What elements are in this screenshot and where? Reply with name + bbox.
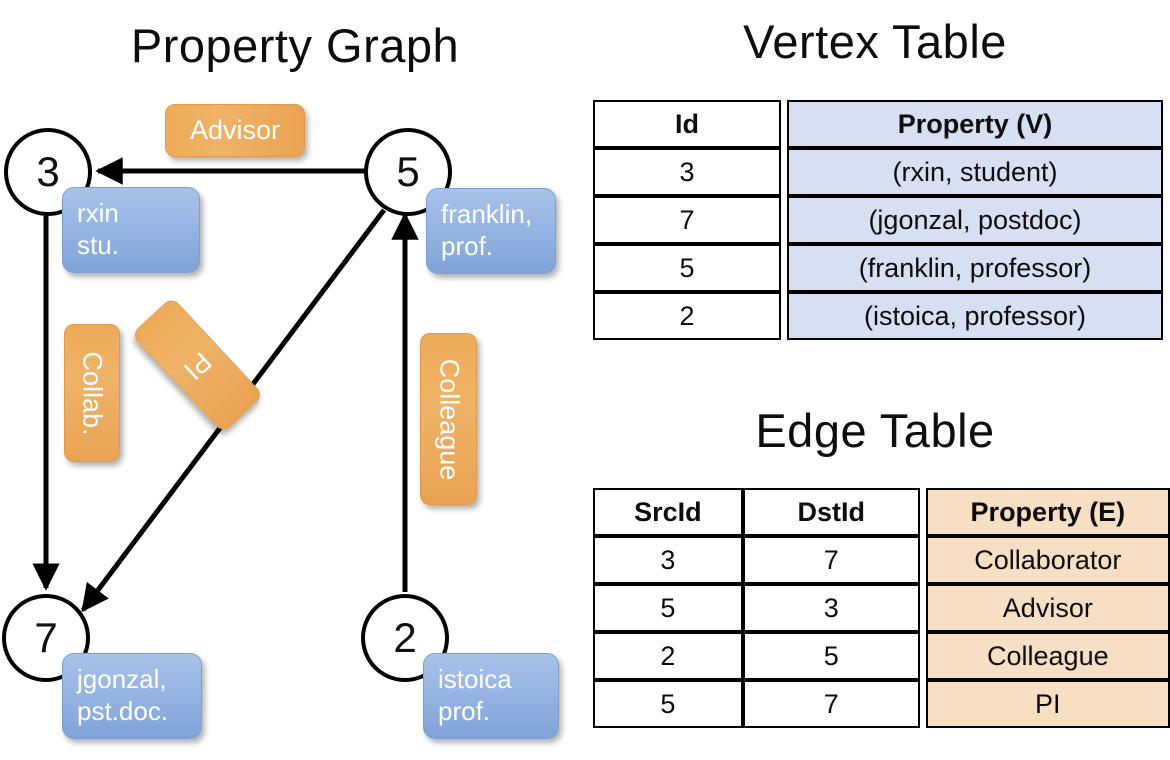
graph-node-label: 2 <box>393 614 417 661</box>
table-row[interactable]: 2 5 Colleague <box>593 632 1170 680</box>
node-property-line2: pst.doc. <box>77 695 169 726</box>
edge-cell-property: Colleague <box>925 632 1170 680</box>
edge-table: SrcId DstId Property (E) 3 7 Collaborato… <box>593 488 1170 728</box>
table-row[interactable]: 3 7 Collaborator <box>593 536 1170 584</box>
edge-cell-dstid: 5 <box>742 632 920 680</box>
edge-cell-property: Collaborator <box>925 536 1170 584</box>
table-row[interactable]: 5 3 Advisor <box>593 584 1170 632</box>
graph-node-label: 7 <box>34 614 58 661</box>
node-property-line1: franklin, <box>441 199 533 229</box>
edge-cell-dstid: 3 <box>742 584 920 632</box>
vertex-cell-id: 3 <box>593 148 781 196</box>
graph-node-2[interactable]: 2 <box>361 594 449 682</box>
property-graph-panel: Property Graph 3 5 7 2 rxin stu. frankli… <box>2 19 559 739</box>
node-property-box-7: jgonzal, pst.doc. <box>62 653 202 739</box>
edge-table-header-srcid: SrcId <box>593 488 743 536</box>
table-header-row: SrcId DstId Property (E) <box>593 488 1170 536</box>
edge-cell-srcid: 5 <box>593 680 743 728</box>
edge-table-header-dstid: DstId <box>742 488 920 536</box>
vertex-cell-id: 5 <box>593 244 781 292</box>
vertex-cell-property: (rxin, student) <box>787 148 1163 196</box>
table-row[interactable]: 5 (franklin, professor) <box>593 244 1163 292</box>
table-row[interactable]: 5 7 PI <box>593 680 1170 728</box>
edge-label-text: Advisor <box>189 115 281 145</box>
node-property-line1: jgonzal, <box>77 664 167 694</box>
edge-cell-property: PI <box>925 680 1170 728</box>
node-property-line2: stu. <box>77 229 119 260</box>
table-header-row: Id Property (V) <box>593 100 1163 148</box>
edge-cell-srcid: 2 <box>593 632 743 680</box>
edge-cell-property: Advisor <box>925 584 1170 632</box>
edge-cell-srcid: 3 <box>593 536 743 584</box>
node-property-line1: istoica <box>438 664 512 694</box>
graph-node-5[interactable]: 5 <box>364 128 452 216</box>
table-row[interactable]: 3 (rxin, student) <box>593 148 1163 196</box>
edge-table-header-property: Property (E) <box>925 488 1170 536</box>
table-row[interactable]: 2 (istoica, professor) <box>593 292 1163 340</box>
vertex-cell-id: 7 <box>593 196 781 244</box>
edge-label-collab: Collab. <box>64 324 120 462</box>
edge-label-text: Colleague <box>434 358 464 480</box>
graph-node-label: 5 <box>396 148 420 195</box>
node-property-box-2: istoica prof. <box>423 653 559 739</box>
node-property-line2: prof. <box>441 230 494 261</box>
vertex-cell-property: (franklin, professor) <box>787 244 1163 292</box>
node-property-box-3: rxin stu. <box>62 187 200 273</box>
table-row[interactable]: 7 (jgonzal, postdoc) <box>593 196 1163 244</box>
vertex-table: Id Property (V) 3 (rxin, student) 7 (jgo… <box>593 100 1163 340</box>
vertex-table-header-id: Id <box>593 100 781 148</box>
vertex-cell-id: 2 <box>593 292 781 340</box>
node-property-box-5: franklin, prof. <box>426 188 556 274</box>
node-property-line1: rxin <box>77 198 119 228</box>
edge-label-advisor: Advisor <box>165 104 305 157</box>
edge-cell-dstid: 7 <box>742 680 920 728</box>
page-title-property-graph: Property Graph <box>130 19 460 72</box>
page-title-vertex-table: Vertex Table <box>743 15 1007 68</box>
page-title-edge-table: Edge Table <box>755 404 995 457</box>
edge-label-colleague: Colleague <box>420 333 477 505</box>
vertex-cell-property: (istoica, professor) <box>787 292 1163 340</box>
edge-label-text: Collab. <box>77 350 108 436</box>
node-property-line2: prof. <box>438 695 491 726</box>
edge-cell-srcid: 5 <box>593 584 743 632</box>
graph-node-label: 3 <box>36 148 60 195</box>
edge-label-text: PI <box>178 345 218 386</box>
vertex-table-header-property: Property (V) <box>787 100 1163 148</box>
edge-cell-dstid: 7 <box>742 536 920 584</box>
vertex-cell-property: (jgonzal, postdoc) <box>787 196 1163 244</box>
